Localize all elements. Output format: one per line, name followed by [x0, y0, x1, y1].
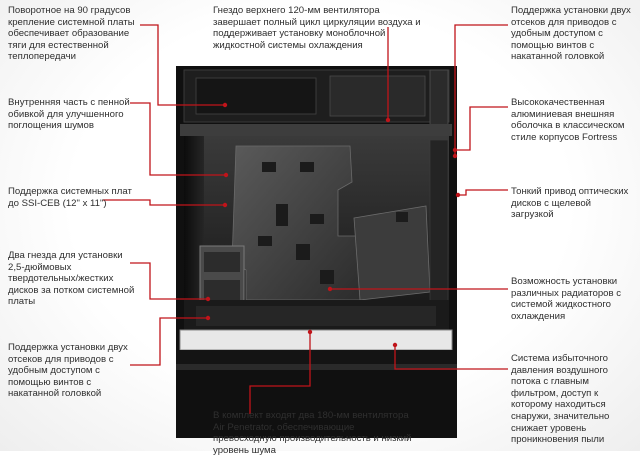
annotation-top-fan: Гнездо верхнего 120-мм вентилятора завер…	[213, 5, 421, 51]
case-base	[176, 350, 457, 364]
annotation-positive-pressure: Система избыточного давления воздушного …	[511, 353, 610, 446]
annotation-drive-bays-top: Поддержка установки двух отсеков для при…	[511, 5, 631, 63]
dust-filter	[179, 329, 453, 351]
callout-lines	[103, 24, 508, 414]
top-rail	[180, 124, 452, 136]
annotation-slim-odd: Тонкий привод оптических дисков с щелево…	[511, 186, 629, 221]
annotation-ssd-slots: Два гнезда для установки 2,5-дюймовых тв…	[8, 250, 135, 308]
annotation-drive-bays-bottom: Поддержка установки двух отсеков для при…	[8, 342, 128, 400]
annotation-radiators: Возможность установки различных радиатор…	[511, 276, 622, 322]
annotation-bottom-fans: В комплект входят два 180-мм вентилятора…	[213, 410, 412, 456]
annotation-foam-padding: Внутренняя часть с пенной обивкой для ул…	[8, 97, 130, 132]
annotation-aluminum-shell: Высококачественная алюминиевая внешняя о…	[511, 97, 625, 143]
annotation-motherboard-support: Поддержка системных плат до SSI-CEB (12"…	[8, 186, 132, 209]
annotation-motherboard-mount: Поворотное на 90 градусов крепление сист…	[8, 5, 135, 63]
drive-cage	[353, 205, 431, 301]
